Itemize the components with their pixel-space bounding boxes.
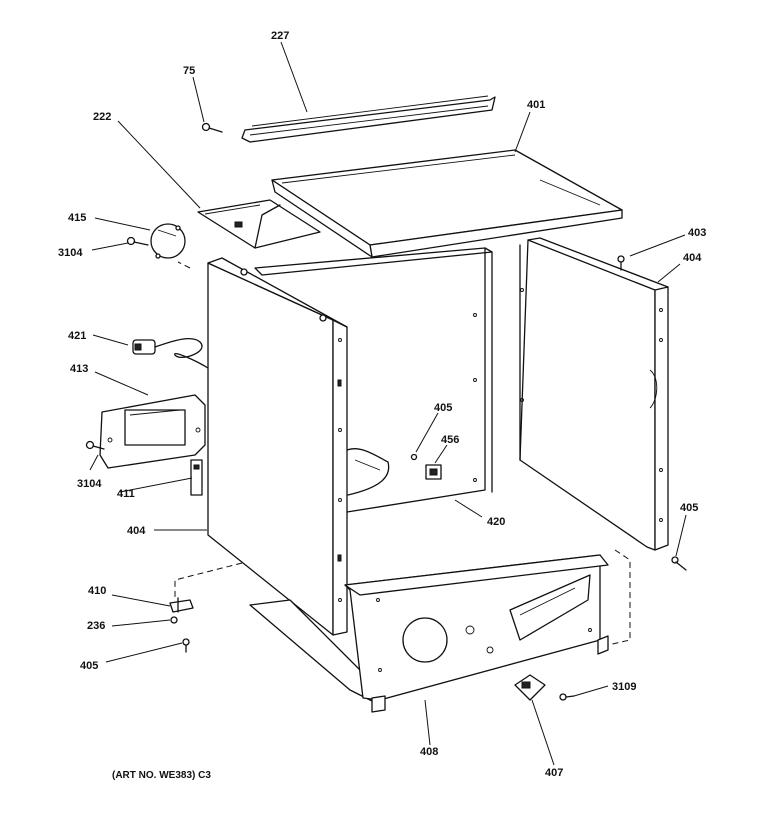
part-420-cabinet-back xyxy=(254,247,493,513)
label-75: 75 xyxy=(183,65,195,77)
part-75-screw xyxy=(201,122,223,133)
part-number-labels: 227 75 222 401 415 3104 403 404 421 413 … xyxy=(58,30,706,781)
label-404-left: 404 xyxy=(127,525,146,537)
part-404-left-side-panel xyxy=(207,257,348,636)
part-3104-screw-upper xyxy=(126,236,149,246)
label-411: 411 xyxy=(117,488,135,500)
part-415-cover-plate xyxy=(150,223,186,259)
label-420: 420 xyxy=(487,516,505,528)
label-403: 403 xyxy=(688,227,706,239)
label-405-front: 405 xyxy=(80,660,98,672)
alignment-line-left-panel xyxy=(177,261,191,269)
label-405-back: 405 xyxy=(434,402,452,414)
part-3109-screw xyxy=(559,693,575,701)
label-410: 410 xyxy=(88,585,106,597)
part-222-front-bracket xyxy=(197,199,321,249)
part-236-nut xyxy=(170,616,178,624)
part-405-screw-front xyxy=(182,638,190,653)
part-3104-screw-lower xyxy=(85,440,105,450)
label-421: 421 xyxy=(68,330,86,342)
leader-lines xyxy=(89,41,687,766)
label-222: 222 xyxy=(93,111,111,123)
label-3109: 3109 xyxy=(612,681,636,693)
part-405-screw-right xyxy=(671,556,687,571)
part-411-bracket xyxy=(190,459,203,496)
part-403-screw xyxy=(617,255,625,271)
label-407: 407 xyxy=(545,767,563,779)
part-456-connector xyxy=(425,464,442,480)
part-407-latch xyxy=(514,674,546,701)
label-236: 236 xyxy=(87,620,105,632)
part-227-top-rail xyxy=(241,95,496,143)
part-405-screw-back xyxy=(410,453,418,461)
part-413-bracket-plate xyxy=(99,394,206,469)
label-227: 227 xyxy=(271,30,289,42)
label-401: 401 xyxy=(527,99,545,111)
part-404-right-side-panel xyxy=(519,237,669,551)
label-3104-upper: 3104 xyxy=(58,247,83,259)
label-413: 413 xyxy=(70,363,88,375)
label-415: 415 xyxy=(68,212,86,224)
part-401-top-cover xyxy=(271,149,623,258)
alignment-line-right xyxy=(607,549,631,646)
label-405-right: 405 xyxy=(680,502,698,514)
part-408-front-bulkhead xyxy=(249,554,609,713)
label-404-right: 404 xyxy=(683,252,702,264)
label-3104-lower: 3104 xyxy=(77,478,102,490)
part-410-leveling-leg xyxy=(169,597,194,613)
label-456: 456 xyxy=(441,434,459,446)
art-number: (ART NO. WE383) C3 xyxy=(112,770,211,781)
part-421-power-cord xyxy=(132,338,209,369)
label-408: 408 xyxy=(420,746,438,758)
alignment-line-front-left xyxy=(174,562,243,600)
